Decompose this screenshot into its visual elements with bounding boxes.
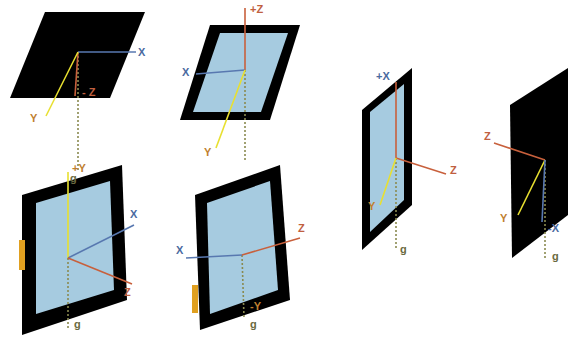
axis-label: g [552,250,559,262]
axis-label: Z [450,164,457,176]
axis-label: +Y [72,162,86,174]
axis-label: g [400,243,407,255]
axis-label: X [182,66,189,78]
axis-label: Y [204,146,211,158]
axis-label: Y [368,200,375,212]
axis-label: +X [376,70,390,82]
axis-label: Y [500,212,507,224]
axis-label: g [74,318,81,330]
axis-label: Y [30,112,37,124]
axis-label: -Y [250,300,261,312]
axis-label: +Z [250,3,263,15]
axis-label: g [250,318,257,330]
axis-label: X [130,208,137,220]
axis-label: X [138,46,145,58]
axis-label: - Z [82,86,95,98]
axis-label: -X [548,222,559,234]
axis-label: Z [298,222,305,234]
axis-label: Z [484,130,491,142]
axis-label: X [176,244,183,256]
axis-label: Z [124,286,131,298]
